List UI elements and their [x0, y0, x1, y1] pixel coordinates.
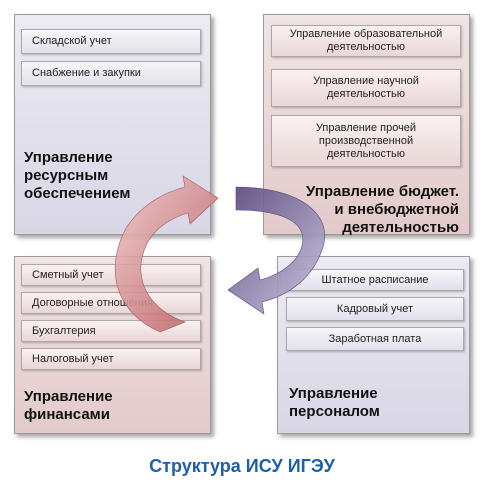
budget-management-block: Управление образовательной деятельностью…: [263, 14, 470, 236]
finance-management-block: Сметный учет Договорные отношения Бухгал…: [14, 256, 211, 434]
item-other-production-management: Управление прочей производственной деяте…: [271, 115, 461, 167]
item-payroll: Заработная плата: [286, 327, 464, 351]
diagram-caption: Структура ИСУ ИГЭУ: [149, 456, 335, 476]
item-education-management: Управление образовательной деятельностью: [271, 25, 461, 57]
item-supply-procurement: Снабжение и закупки: [21, 61, 201, 86]
resource-management-block: Складской учет Снабжение и закупки Управ…: [14, 14, 211, 235]
budget-management-title: Управление бюджет. и внебюджетной деятел…: [306, 183, 459, 236]
purple-cycle-arrow: [227, 186, 325, 315]
item-tax-accounting: Налоговый учет: [21, 348, 201, 370]
resource-management-title: Управление ресурсным обеспечением: [24, 149, 131, 202]
item-warehouse-accounting: Складской учет: [21, 29, 201, 54]
item-hr-accounting: Кадровый учет: [286, 297, 464, 321]
item-staffing-table: Штатное расписание: [286, 269, 464, 291]
item-science-management: Управление научной деятельностью: [271, 69, 461, 107]
item-estimate-accounting: Сметный учет: [21, 264, 201, 286]
finance-management-title: Управление финансами: [24, 388, 113, 423]
personnel-management-title: Управление персоналом: [289, 385, 380, 420]
red-cycle-arrow: [114, 175, 219, 333]
personnel-management-block: Штатное расписание Кадровый учет Заработ…: [277, 256, 470, 434]
